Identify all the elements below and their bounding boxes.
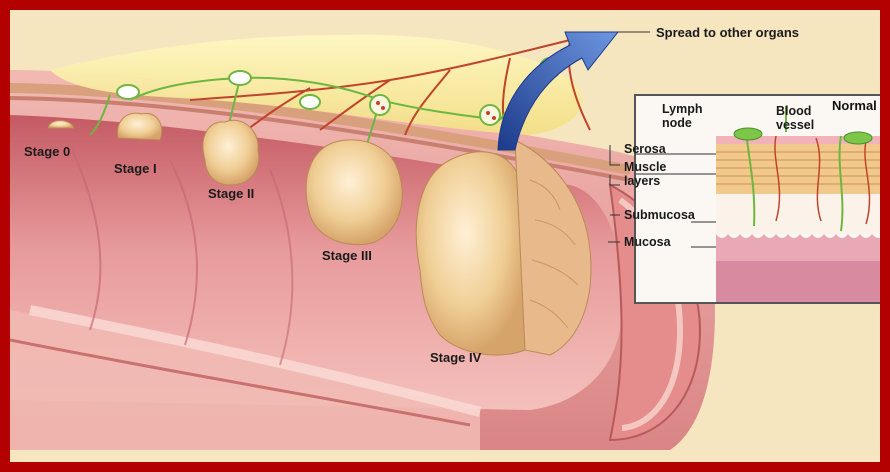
stage-3-label: Stage III — [322, 248, 372, 263]
spread-label: Spread to other organs — [656, 25, 799, 40]
mucosa-label: Mucosa — [624, 235, 671, 249]
stage-2-label: Stage II — [208, 186, 254, 201]
serosa-label: Serosa — [624, 142, 666, 156]
submucosa-label: Submucosa — [624, 208, 695, 222]
tumor-stage-2 — [203, 120, 259, 185]
inset-title: Normal — [832, 98, 877, 113]
blood-vessel-label: Blood vessel — [776, 104, 826, 132]
lymph-node-label: Lymph node — [662, 102, 712, 130]
stage-4-label: Stage IV — [430, 350, 481, 365]
stage-0-label: Stage 0 — [24, 144, 70, 159]
tumor-stage-1 — [118, 113, 162, 140]
stage-1-label: Stage I — [114, 161, 157, 176]
normal-inset: Normal Lymph node Blood vessel — [634, 94, 890, 304]
tumor-stage-3 — [306, 140, 402, 245]
muscle-layers-label: Muscle layers — [624, 160, 684, 188]
